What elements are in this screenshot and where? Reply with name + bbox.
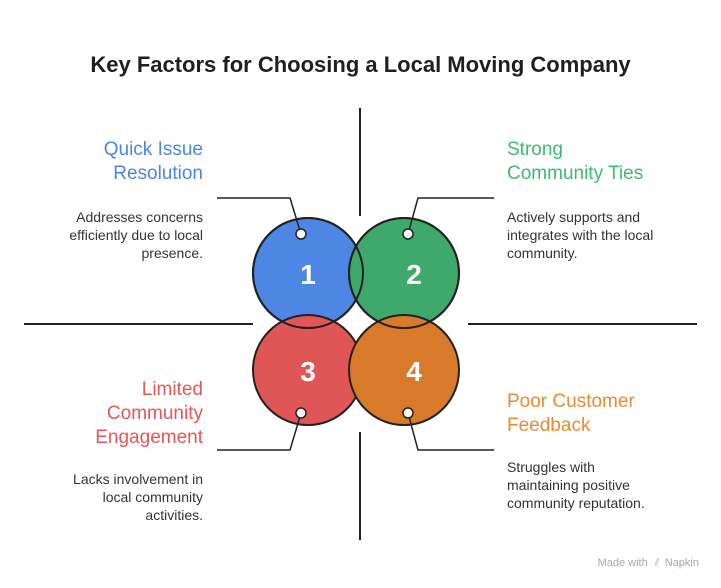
factor-heading-2: Strong Community Ties <box>507 139 644 184</box>
watermark-prefix: Made with <box>597 557 648 569</box>
factor-label-1: Quick Issue Resolution Addresses concern… <box>69 138 203 262</box>
circle-number-2: 2 <box>406 259 422 290</box>
napkin-logo-icon: ⫽ <box>654 557 660 569</box>
connector-dot-1 <box>295 228 307 240</box>
circle-number-4: 4 <box>406 356 422 387</box>
circle-number-1: 1 <box>300 259 316 290</box>
factor-heading-1: Quick Issue Resolution <box>103 139 203 184</box>
connector-dot-4 <box>402 407 414 419</box>
factor-description-1: Addresses concerns efficiently due to lo… <box>69 209 203 261</box>
factor-heading-4: Poor Customer Feedback <box>507 391 635 436</box>
circle-number-3: 3 <box>300 356 316 387</box>
circle-outline-1 <box>252 217 364 329</box>
factor-heading-3: Limited Community Engagement <box>95 379 203 448</box>
factor-description-3: Lacks involvement in local community act… <box>73 471 203 523</box>
napkin-watermark[interactable]: Made with ⫽ Napkin <box>598 557 699 570</box>
circle-factor-4 <box>348 314 460 426</box>
factor-description-4: Struggles with maintaining positive comm… <box>507 459 645 511</box>
page-title: Key Factors for Choosing a Local Moving … <box>90 52 631 77</box>
connector-factor-3 <box>217 412 302 451</box>
factor-label-4: Poor Customer Feedback Struggles with ma… <box>507 390 645 512</box>
connector-factor-1 <box>217 197 302 235</box>
connector-dot-2 <box>402 228 414 240</box>
factor-label-3: Limited Community Engagement Lacks invol… <box>73 378 203 524</box>
watermark-brand: Napkin <box>664 557 699 569</box>
circle-outline-2 <box>348 217 460 329</box>
factor-description-2: Actively supports and integrates with th… <box>507 209 654 261</box>
connector-factor-2 <box>407 197 494 235</box>
connector-factor-4 <box>407 412 494 451</box>
factor-label-2: Strong Community Ties Actively supports … <box>507 138 653 262</box>
connector-dot-3 <box>295 407 307 419</box>
